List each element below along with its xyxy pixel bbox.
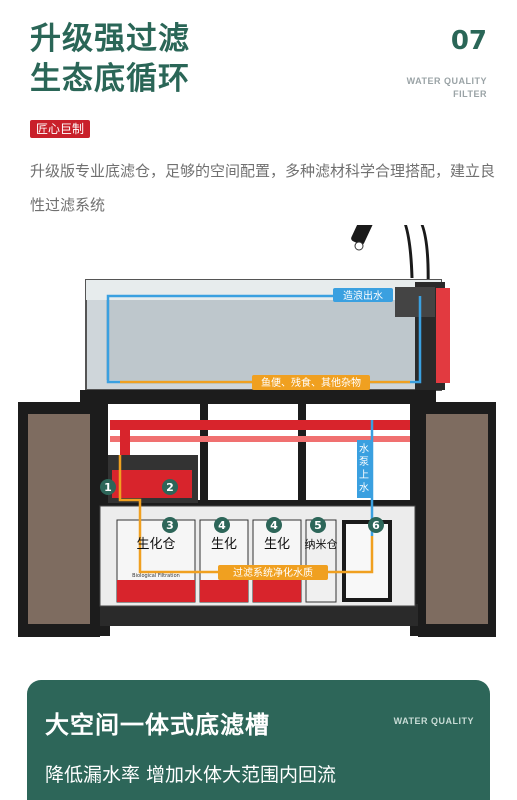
section-tag-line1: WATER QUALITY bbox=[406, 76, 487, 86]
card-title: 大空间一体式底滤槽 bbox=[45, 711, 270, 739]
label-bio1: 生化仓 bbox=[136, 537, 175, 552]
step-marker-circle bbox=[214, 517, 230, 533]
step-marker-circle bbox=[368, 517, 384, 533]
left-cabinet-door bbox=[18, 402, 100, 637]
label-bio-small: Biological Filtration bbox=[132, 573, 180, 579]
label-outflow: 造浪出水 bbox=[343, 289, 383, 302]
step-marker-circle bbox=[100, 479, 116, 495]
card-subtitle: 降低漏水率 增加水体大范围内回流 bbox=[45, 764, 337, 786]
label-debris: 鱼便、残食、其他杂物 bbox=[261, 376, 361, 389]
step-marker-label: 2 bbox=[166, 481, 174, 494]
feature-description: 升级版专业底滤仓，足够的空间配置，多种滤材科学合理搭配，建立良性过滤系统 bbox=[30, 162, 496, 214]
step-marker-label: 3 bbox=[166, 519, 174, 532]
lamp-icon bbox=[351, 225, 430, 291]
cabinet-frame bbox=[80, 390, 436, 404]
section-number: 07 bbox=[450, 26, 487, 56]
label-nano: 纳米仓 bbox=[305, 537, 338, 551]
step-marker-label: 4 bbox=[270, 519, 278, 532]
section-tag-line2: FILTER bbox=[453, 89, 487, 99]
label-bio3: 生化 bbox=[264, 537, 290, 552]
aquarium-filter-illustration: 造浪出水 鱼便、残食、其他杂物 过滤系统净化水质 水泵上水 生化仓 生化 生化 … bbox=[18, 225, 496, 637]
step-marker-label: 6 bbox=[372, 519, 380, 532]
step-marker-label: 5 bbox=[314, 519, 322, 532]
page-title-line1: 升级强过滤 bbox=[30, 21, 190, 57]
step-marker-label: 1 bbox=[104, 481, 112, 494]
flow-step-markers: 1 2 3 4 4 5 6 bbox=[100, 479, 384, 533]
right-cabinet-door bbox=[418, 402, 496, 637]
step-marker-circle bbox=[162, 479, 178, 495]
sump-chambers bbox=[99, 505, 416, 607]
card-tag: WATER QUALITY bbox=[393, 716, 474, 726]
feature-card: 大空间一体式底滤槽 WATER QUALITY 降低漏水率 增加水体大范围内回流 bbox=[27, 680, 490, 800]
page-title-line2: 生态底循环 bbox=[30, 61, 190, 97]
step-marker-circle bbox=[162, 517, 178, 533]
step-marker-circle bbox=[310, 517, 326, 533]
label-bio2: 生化 bbox=[211, 537, 237, 552]
label-purify: 过滤系统净化水质 bbox=[233, 566, 313, 579]
step-marker-label: 4 bbox=[218, 519, 226, 532]
feature-badge: 匠心巨制 bbox=[30, 120, 91, 138]
label-pump: 水泵上水 bbox=[359, 443, 369, 494]
step-marker-circle bbox=[266, 517, 282, 533]
